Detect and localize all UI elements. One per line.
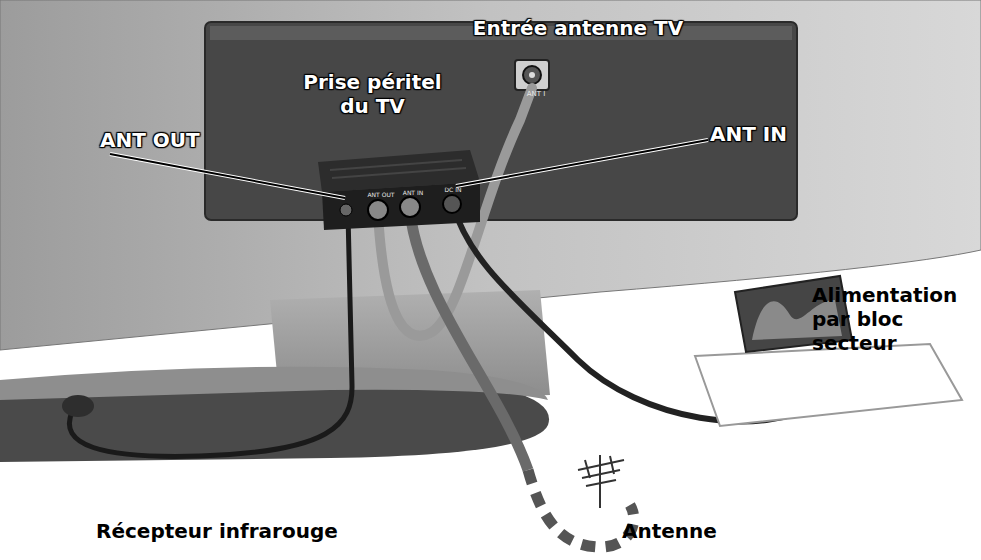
antenna-symbol [578,455,624,508]
leader-line [110,154,345,198]
port-label: ANT IN [710,122,830,146]
part-label: Antenne [622,519,772,543]
part-label: Alimentation par bloc secteur [812,283,977,355]
port-marking: ANT IN [398,190,428,196]
port-marking: ANT OUT [366,192,396,198]
tv-stand-top [0,367,548,400]
adapter-device [318,150,480,230]
port-marking: DC IN [438,187,468,193]
socket-marking: ANT I [521,91,551,98]
port-label: ANT OUT [100,128,230,152]
antenna-cable [410,212,528,470]
power-strip [695,344,962,426]
tv-antenna-cable [378,88,532,336]
leader-line [456,140,708,186]
infrared-receiver [62,395,94,417]
part-label: Prise péritel du TV [290,70,455,118]
socket-label: Entrée antenne TV [428,16,728,40]
antenna-cable-dashed [528,470,634,547]
part-label: Récepteur infrarouge [96,519,436,543]
infrared-cable [69,214,352,456]
